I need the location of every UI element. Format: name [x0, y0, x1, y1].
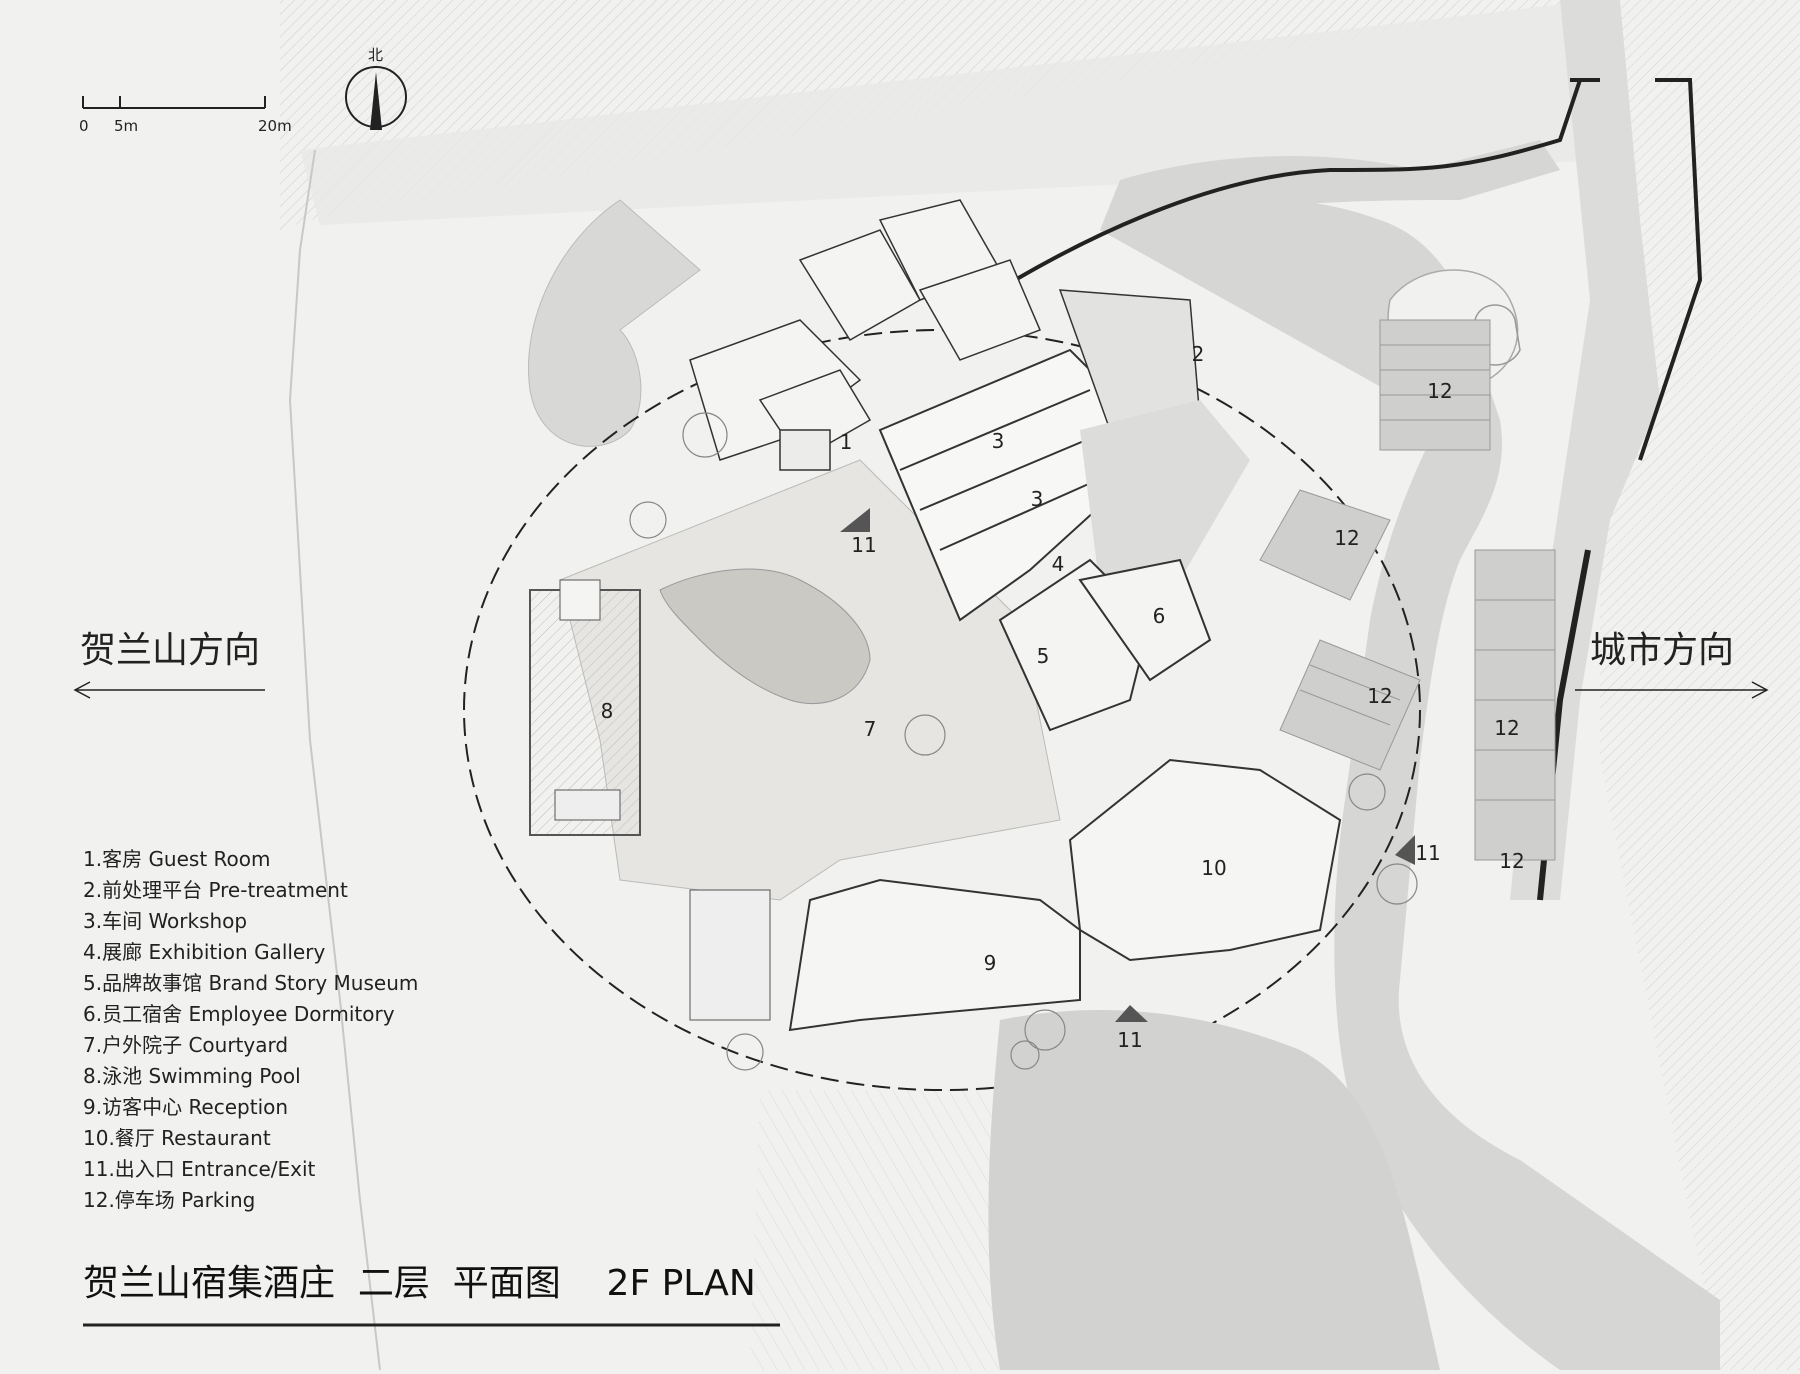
- legend-item-5: 5.品牌故事馆 Brand Story Museum: [83, 971, 418, 995]
- legend-item-6: 6.员工宿舍 Employee Dormitory: [83, 1002, 395, 1026]
- museum-dormitory: [998, 558, 1212, 732]
- road-north: [1100, 140, 1560, 230]
- feature-rock: [659, 568, 871, 705]
- plan-label-11b: 11: [1415, 841, 1440, 865]
- north-label: 北: [368, 46, 383, 64]
- plan-label-12e: 12: [1499, 849, 1524, 873]
- plan-title-block: 贺兰山宿集酒庄 二层 平面图 2F PLAN: [83, 1263, 780, 1327]
- hatched-band-top: [280, 0, 1590, 230]
- road-main: [1100, 198, 1720, 1371]
- plan-label-8: 8: [601, 699, 614, 723]
- plan-label-3a: 3: [992, 429, 1005, 453]
- direction-right: 城市方向: [1575, 630, 1769, 699]
- entrance-arrow-2: [1395, 835, 1415, 865]
- plan-label-7: 7: [864, 717, 877, 741]
- plan-label-6: 6: [1153, 604, 1166, 628]
- legend-item-3: 3.车间 Workshop: [83, 909, 247, 933]
- pool-deck: [559, 579, 601, 621]
- hatched-area-bottom: [750, 1090, 1010, 1370]
- legend: 1.客房 Guest Room 2.前处理平台 Pre-treatment 3.…: [83, 847, 418, 1212]
- direction-right-arrowhead: [1751, 681, 1769, 699]
- plan-label-12d: 12: [1494, 716, 1519, 740]
- plan-title: 贺兰山宿集酒庄 二层 平面图 2F PLAN: [83, 1263, 756, 1304]
- scale-bar: 0 5m 20m: [79, 96, 292, 135]
- scale-label-0: 0: [79, 117, 89, 135]
- plan-label-4: 4: [1052, 552, 1065, 576]
- plan-label-2: 2: [1192, 342, 1205, 366]
- reception-restaurant: [788, 758, 1342, 1032]
- legend-item-11: 11.出入口 Entrance/Exit: [83, 1157, 316, 1181]
- plan-labels: 1 2 3 3 4 5 6 7 8 9 10 11 11 11 12 12 12…: [601, 342, 1525, 1052]
- legend-item-7: 7.户外院子 Courtyard: [83, 1033, 288, 1057]
- direction-left-label: 贺兰山方向: [80, 630, 260, 671]
- scale-label-20m: 20m: [258, 117, 292, 135]
- plan-label-11a: 11: [851, 533, 876, 557]
- plan-label-12a: 12: [1427, 379, 1452, 403]
- legend-item-12: 12.停车场 Parking: [83, 1188, 255, 1212]
- guest-rooms: [689, 199, 1041, 471]
- legend-item-4: 4.展廊 Exhibition Gallery: [83, 940, 325, 964]
- parking-east: [1474, 549, 1556, 861]
- left-parcel-edge: [288, 149, 381, 1371]
- left-path: [528, 199, 701, 447]
- garden-terrace: [689, 889, 771, 1021]
- pond-area: [988, 1010, 1440, 1370]
- north-arrow-needle: [370, 72, 382, 130]
- plan-label-1: 1: [840, 430, 853, 454]
- direction-left: 贺兰山方向: [73, 630, 265, 699]
- legend-item-10: 10.餐厅 Restaurant: [83, 1126, 271, 1150]
- legend-item-9: 9.访客中心 Reception: [83, 1095, 288, 1119]
- legend-item-8: 8.泳池 Swimming Pool: [83, 1064, 301, 1088]
- north-road-edge: [1008, 79, 1582, 285]
- direction-right-label: 城市方向: [1590, 630, 1734, 671]
- legend-item-2: 2.前处理平台 Pre-treatment: [83, 878, 348, 902]
- pool-loungers: [554, 789, 621, 821]
- plan-label-9: 9: [984, 951, 997, 975]
- site-boundary-circle: [463, 329, 1421, 1091]
- parking-center: [1259, 489, 1421, 771]
- legend-item-1: 1.客房 Guest Room: [83, 847, 271, 871]
- direction-left-arrowhead: [73, 681, 91, 699]
- scale-label-5m: 5m: [114, 117, 138, 135]
- plan-label-12b: 12: [1334, 526, 1359, 550]
- entrance-arrow-3: [1115, 1005, 1148, 1022]
- plan-label-12c: 12: [1367, 684, 1392, 708]
- plan-label-11c: 11: [1117, 1028, 1142, 1052]
- plan-label-5: 5: [1037, 644, 1050, 668]
- north-arrow: 北: [345, 46, 407, 130]
- plan-label-10: 10: [1201, 856, 1226, 880]
- service-yard: [1080, 400, 1250, 590]
- parking-north: [1379, 319, 1491, 451]
- trees: [629, 412, 1418, 1071]
- plan-label-3b: 3: [1031, 487, 1044, 511]
- gate-right: [1638, 78, 1703, 461]
- entrance-arrow-1: [840, 508, 870, 532]
